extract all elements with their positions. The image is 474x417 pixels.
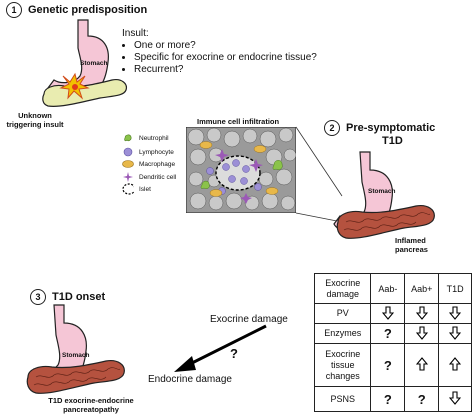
table-row-label: Exocrine tissue changes [313,343,372,387]
stage-3-caption: T1D exocrine-endocrine pancreatopathy [48,396,134,414]
insult-item: One or more? [134,40,317,52]
arrow-down-icon [415,305,428,320]
insult-item: Recurrent? [134,64,317,76]
stage-2-caption: Inflamed pancreas [395,236,428,254]
legend-macrophage: Macrophage [122,159,175,169]
legend-label: Neutrophil [139,134,169,142]
arrow-down-icon [381,305,395,320]
stage-2-header: 2 Pre-symptomatic [324,120,435,136]
table-row-label: PV [313,303,372,324]
arrow-down-icon [448,325,462,340]
unknown-mark: ? [383,357,392,373]
stage-3-header: 3 T1D onset [30,289,105,305]
arrow-down-icon [448,305,462,320]
exocrine-damage-table: Exocrine damage Aab- Aab+ T1D PV Enzymes… [313,273,472,412]
lymphocyte-icon [122,147,134,157]
table-cell [438,323,472,344]
damaged-pancreas-shape-3 [26,360,125,394]
arrow-up-icon [415,357,428,371]
islet-icon [122,183,134,195]
stage-3-stomach-label: Stomach [62,352,90,359]
unknown-mark: ? [383,326,392,341]
table-row: PV [313,303,472,324]
table-cell [438,303,472,324]
table-row: Exocrine tissue changes ? [313,343,472,387]
exocrine-damage-label: Exocrine damage [210,314,288,325]
stage-2-title-line2: T1D [382,135,403,147]
table-cell: ? [370,323,406,344]
table-cell [438,343,472,387]
stage-3-organs-illustration [26,304,125,394]
legend-label: Dendritic cell [139,173,177,181]
stage-1-caption: Unknown triggering insult [6,111,64,129]
legend-label: Lymphocyte [139,148,174,156]
stage-1-number: 1 [6,2,22,18]
legend-lymphocyte: Lymphocyte [122,147,174,157]
unknown-mark: ? [417,391,426,407]
legend-label: Macrophage [139,160,176,168]
table-cell [404,343,440,387]
stage-3-number: 3 [30,289,46,305]
infiltration-title: Immune cell infiltration [197,117,280,126]
legend-dendritic-cell: Dendritic cell [122,172,176,182]
table-header-cell: T1D [438,273,472,304]
insult-item: Specific for exocrine or endocrine tissu… [134,52,317,64]
dendritic-cell-icon [122,172,134,182]
table-row-label: Enzymes [313,323,372,344]
stage-1-stomach-label: Stomach [80,60,108,67]
table-header-row: Exocrine damage Aab- Aab+ T1D [313,273,472,304]
table-row: Enzymes ? [313,323,472,344]
immune-infiltration-micrograph [186,127,296,213]
stage-2-title-line1: Pre-symptomatic [346,122,436,134]
damage-arrow [174,324,267,372]
table-cell: ? [370,386,406,412]
stage-2-stomach-label: Stomach [368,188,396,195]
macrophage-icon [122,159,134,169]
inflamed-pancreas-shape-2 [336,205,435,239]
unknown-mark: ? [383,391,392,407]
stage-3-title: T1D onset [52,291,106,303]
insult-burst-icon [59,72,90,100]
table-row-label: PSNS [313,386,372,412]
insult-list: One or more? Specific for exocrine or en… [122,40,317,76]
arrow-down-icon [415,325,428,340]
table-cell [404,303,440,324]
neutrophil-icon [122,133,134,143]
stage-2-number: 2 [324,120,340,136]
stage-2-organs-illustration [333,151,435,239]
arrow-up-icon [448,357,462,371]
stage-1-organs-illustration [42,19,127,107]
legend-neutrophil: Neutrophil [122,133,169,143]
table-cell: ? [370,343,406,387]
stage-1-title: Genetic predisposition [28,4,148,16]
endocrine-damage-label: Endocrine damage [148,374,232,385]
arrow-down-icon [448,391,462,405]
table-cell [370,303,406,324]
table-row: PSNS ? ? [313,386,472,412]
table-cell [438,386,472,412]
table-header-cell: Aab+ [404,273,440,304]
insult-heading: Insult: [122,28,149,39]
table-header-cell: Aab- [370,273,406,304]
table-cell [404,323,440,344]
question-mark: ? [230,346,238,361]
legend-islet: Islet [122,183,151,195]
table-header-cell: Exocrine damage [313,273,372,304]
legend-label: Islet [139,185,151,193]
table-cell: ? [404,386,440,412]
stage-1-header: 1 Genetic predisposition [6,2,147,18]
